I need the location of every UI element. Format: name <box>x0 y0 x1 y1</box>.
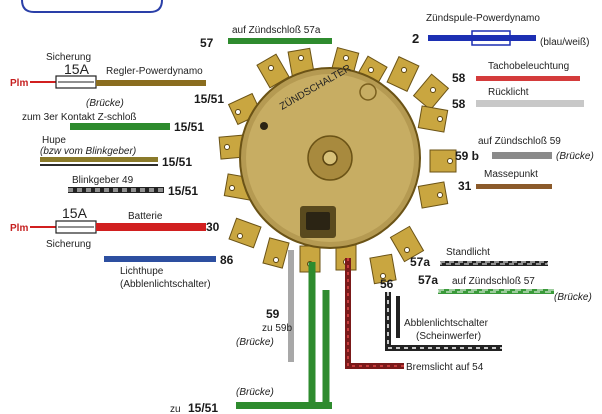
switch-hub <box>322 150 338 166</box>
label-brucke-59: (Brücke) <box>236 337 274 348</box>
terminal-30: 30 <box>206 220 220 234</box>
label-abblenlichtschalter-left: (Abblenlichtschalter) <box>120 279 211 290</box>
wire-59-bottom: 59 zu 59b (Brücke) <box>236 250 294 362</box>
label-tachobeleuchtung: Tachobeleuchtung <box>488 61 569 72</box>
label-blinkgeber-note: (bzw vom Blinkgeber) <box>40 146 136 157</box>
switch-rivet <box>260 122 268 130</box>
label-brucke-57a: (Brücke) <box>554 292 592 303</box>
fuse-title-2: Sicherung <box>46 239 91 250</box>
wire-bremslicht: Bremslicht auf 54 <box>345 258 484 373</box>
plm-label-2: Plm <box>10 223 28 234</box>
terminal-2: 2 <box>412 31 419 46</box>
label-zundschloss-57a: auf Zündschloß 57a <box>232 25 321 36</box>
label-3er-kontakt: zum 3er Kontakt Z-schloß <box>22 112 136 123</box>
label-standlicht: Standlicht <box>446 247 490 258</box>
terminal-58-tacho: 58 <box>452 71 466 85</box>
label-lichthupe: Lichthupe <box>120 266 164 277</box>
fuse-title-1: Sicherung <box>46 52 91 63</box>
ignition-switch: ZÜNDSCHALTER <box>218 46 457 285</box>
wire-57a-zundschloss: 57a auf Zündschloß 57 (Brücke) <box>418 273 592 303</box>
label-regler: Regler-Powerdynamo <box>106 66 203 77</box>
terminal-1551-kontakt: 15/51 <box>174 120 204 134</box>
wire-regler: Regler-Powerdynamo (Brücke) 15/51 <box>86 66 224 109</box>
fuse-1: Plm Sicherung 15A <box>10 52 97 89</box>
label-blinkgeber-49: Blinkgeber 49 <box>72 175 134 186</box>
label-zu-prefix: zu <box>170 404 181 414</box>
label-blau-weiss: (blau/weiß) <box>540 37 589 48</box>
label-batterie: Batterie <box>128 211 163 222</box>
label-massepunkt: Massepunkt <box>484 169 538 180</box>
switch-logo <box>359 83 377 101</box>
terminal-1551-hupe: 15/51 <box>162 155 192 169</box>
fuse-value-2: 15A <box>62 205 88 221</box>
terminal-57a-standlicht: 57a <box>410 255 430 269</box>
label-abblenlichtschalter-bottom: Abblenlichtschalter <box>404 318 489 329</box>
wire-hupe: Hupe (bzw vom Blinkgeber) 15/51 <box>40 135 192 169</box>
label-zu-59b: zu 59b <box>262 323 292 334</box>
terminal-58-rucklicht: 58 <box>452 97 466 111</box>
label-brucke-59b: (Brücke) <box>556 151 594 162</box>
wire-1551-bottom: zu 15/51 (Brücke) <box>170 262 332 414</box>
label-scheinwerfer: (Scheinwerfer) <box>416 331 481 342</box>
plm-label-1: Plm <box>10 78 28 89</box>
wire-58-tacho: 58 Tachobeleuchtung <box>452 61 580 85</box>
fuse-value-1: 15A <box>64 61 90 77</box>
wire-56-abblend: 56 Abblenlichtschalter (Scheinwerfer) <box>380 277 502 351</box>
label-hupe: Hupe <box>42 135 66 146</box>
label-zundspule: Zündspule-Powerdynamo <box>426 13 540 24</box>
wire-59b: 59 b auf Zündschloß 59 (Brücke) <box>455 136 594 163</box>
wire-connector <box>471 30 511 46</box>
terminal-59b: 59 b <box>455 149 479 163</box>
wire-kontakt: zum 3er Kontakt Z-schloß 15/51 <box>22 112 204 134</box>
terminal-1551-blinkgeber: 15/51 <box>168 184 198 198</box>
wire-57a-standlicht: 57a Standlicht <box>410 247 549 269</box>
wire-2-zundspule: 2 Zündspule-Powerdynamo (blau/weiß) <box>412 13 589 48</box>
wire-lichthupe: 86 Lichthupe (Abblenlichtschalter) <box>104 253 234 290</box>
label-zundschloss-57: auf Zündschloß 57 <box>452 276 535 287</box>
terminal-1551-regler: 15/51 <box>194 92 224 106</box>
wire-57-top: 57 auf Zündschloß 57a <box>200 25 332 50</box>
label-brucke-1551: (Brücke) <box>236 387 274 398</box>
label-regler-brucke: (Brücke) <box>86 98 124 109</box>
wire-batterie: Batterie 30 <box>96 211 220 234</box>
wire-31-masse: 31 Massepunkt <box>458 169 552 193</box>
terminal-57: 57 <box>200 36 214 50</box>
wire-58-rucklicht: 58 Rücklicht <box>452 87 584 111</box>
terminal-59: 59 <box>266 307 280 321</box>
fuse-2: Plm 15A Sicherung <box>10 205 97 250</box>
label-zundschloss-59: auf Zündschloß 59 <box>478 136 561 147</box>
label-bremslicht: Bremslicht auf 54 <box>406 362 484 373</box>
wire-blinkgeber: Blinkgeber 49 15/51 <box>67 175 198 198</box>
terminal-57a-zundschloss: 57a <box>418 273 438 287</box>
terminal-31: 31 <box>458 179 472 193</box>
terminal-56: 56 <box>380 277 394 291</box>
terminal-86: 86 <box>220 253 234 267</box>
terminal-1551-bottom: 15/51 <box>188 401 218 414</box>
label-rucklicht: Rücklicht <box>488 87 529 98</box>
frame-border <box>21 0 163 13</box>
